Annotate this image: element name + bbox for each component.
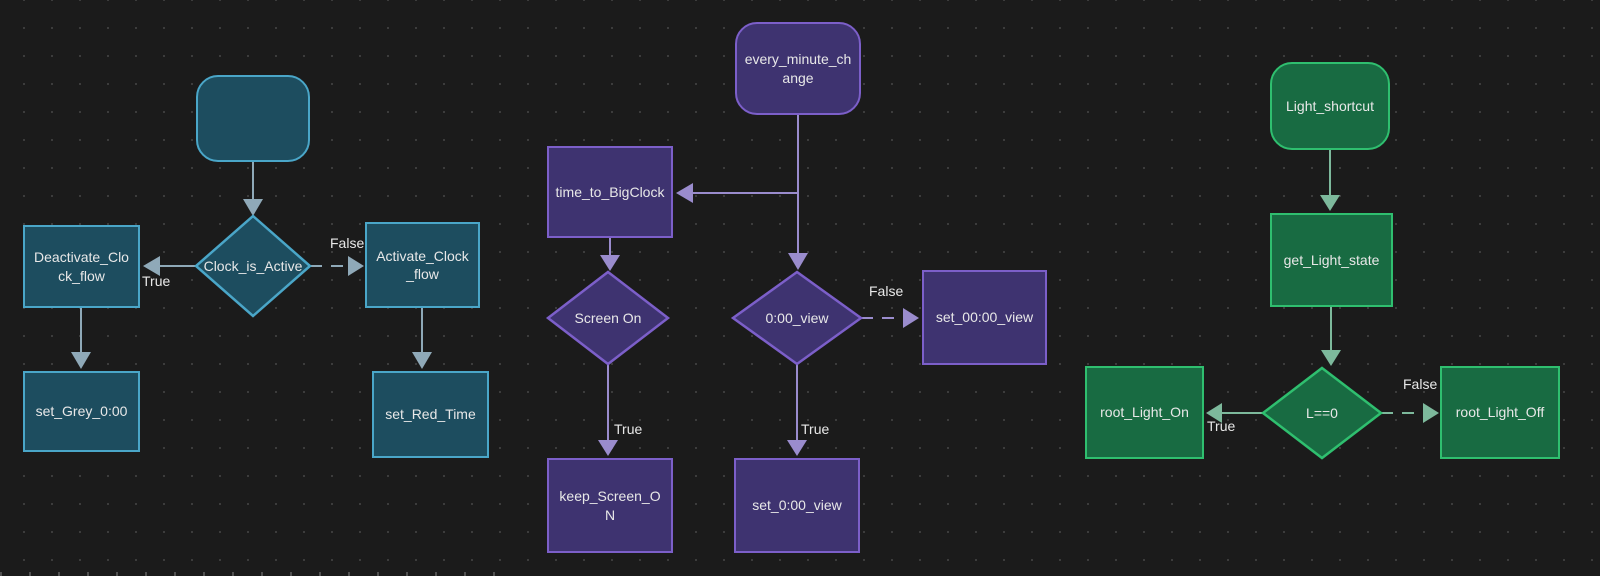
node-label: time_to_BigClock (555, 183, 665, 200)
node-root-light-off[interactable]: root_Light_Off (1440, 366, 1560, 459)
node-get-light-state[interactable]: get_Light_state (1270, 213, 1393, 307)
arrowhead-right-icon (348, 256, 364, 276)
node-label: get_Light_state (1283, 251, 1380, 268)
node-set-0000-view[interactable]: set_00:00_view (922, 270, 1047, 365)
edge-label-true: True (142, 273, 171, 289)
edge-label-false: False (1403, 376, 1438, 392)
node-label: root_Light_Off (1455, 404, 1545, 421)
node-label: set_Grey_0:00 (35, 403, 128, 420)
node-label: every_minute_change (744, 51, 852, 86)
edge-label-false: False (330, 235, 365, 251)
node-clock-start[interactable] (196, 75, 310, 162)
arrowhead-right-icon (903, 308, 919, 328)
arrowhead-down-icon (71, 352, 91, 369)
node-label: Activate_Clock_flow (376, 247, 469, 282)
decision-screen-on-label: Screen On (574, 310, 642, 326)
decision-l-equals-0-label: L==0 (1306, 405, 1338, 421)
node-deactivate-clock-flow[interactable]: Deactivate_Clock_flow (23, 225, 140, 308)
decision-000-view[interactable] (730, 270, 864, 366)
node-set-grey-000[interactable]: set_Grey_0:00 (23, 371, 140, 452)
node-label: Deactivate_Clock_flow (34, 249, 129, 284)
decision-000-view-label: 0:00_view (765, 310, 829, 326)
decision-clock-is-active[interactable] (194, 214, 312, 318)
arrowhead-down-icon (1321, 350, 1341, 366)
node-label: set_0:00_view (752, 497, 842, 514)
arrowhead-left-icon (143, 256, 160, 276)
arrowhead-right-icon (1423, 403, 1439, 423)
arrowhead-down-icon (598, 440, 618, 456)
node-label: set_00:00_view (935, 309, 1034, 326)
node-keep-screen-on[interactable]: keep_Screen_ON (547, 458, 673, 553)
node-root-light-on[interactable]: root_Light_On (1085, 366, 1204, 459)
arrowhead-down-icon (600, 255, 620, 271)
edge-label-false: False (869, 283, 904, 299)
node-activate-clock-flow[interactable]: Activate_Clock_flow (365, 222, 480, 308)
node-label: set_Red_Time (385, 406, 476, 423)
decision-clock-is-active-label: Clock_is_Active (203, 258, 303, 274)
node-label: keep_Screen_ON (559, 488, 661, 523)
arrowhead-down-icon (788, 253, 808, 270)
arrowhead-down-icon (787, 440, 807, 456)
bottom-edge-ticks (0, 572, 512, 576)
node-set-000-view[interactable]: set_0:00_view (734, 458, 860, 553)
arrowhead-down-icon (412, 352, 432, 369)
node-light-shortcut[interactable]: Light_shortcut (1270, 62, 1390, 150)
decision-screen-on[interactable] (545, 270, 671, 366)
node-every-minute-change[interactable]: every_minute_change (735, 22, 861, 115)
arrowhead-down-icon (243, 199, 263, 216)
arrowhead-left-icon (676, 183, 693, 203)
node-set-red-time[interactable]: set_Red_Time (372, 371, 489, 458)
arrowhead-left-icon (1206, 403, 1222, 423)
edge-label-true: True (1207, 418, 1236, 434)
node-label: root_Light_On (1100, 404, 1189, 421)
arrowhead-down-icon (1320, 195, 1340, 211)
node-label: Light_shortcut (1286, 97, 1374, 114)
edge-label-true: True (801, 421, 830, 437)
node-time-to-bigclock[interactable]: time_to_BigClock (547, 146, 673, 238)
edge-label-true: True (614, 421, 643, 437)
decision-l-equals-0[interactable] (1260, 366, 1384, 460)
